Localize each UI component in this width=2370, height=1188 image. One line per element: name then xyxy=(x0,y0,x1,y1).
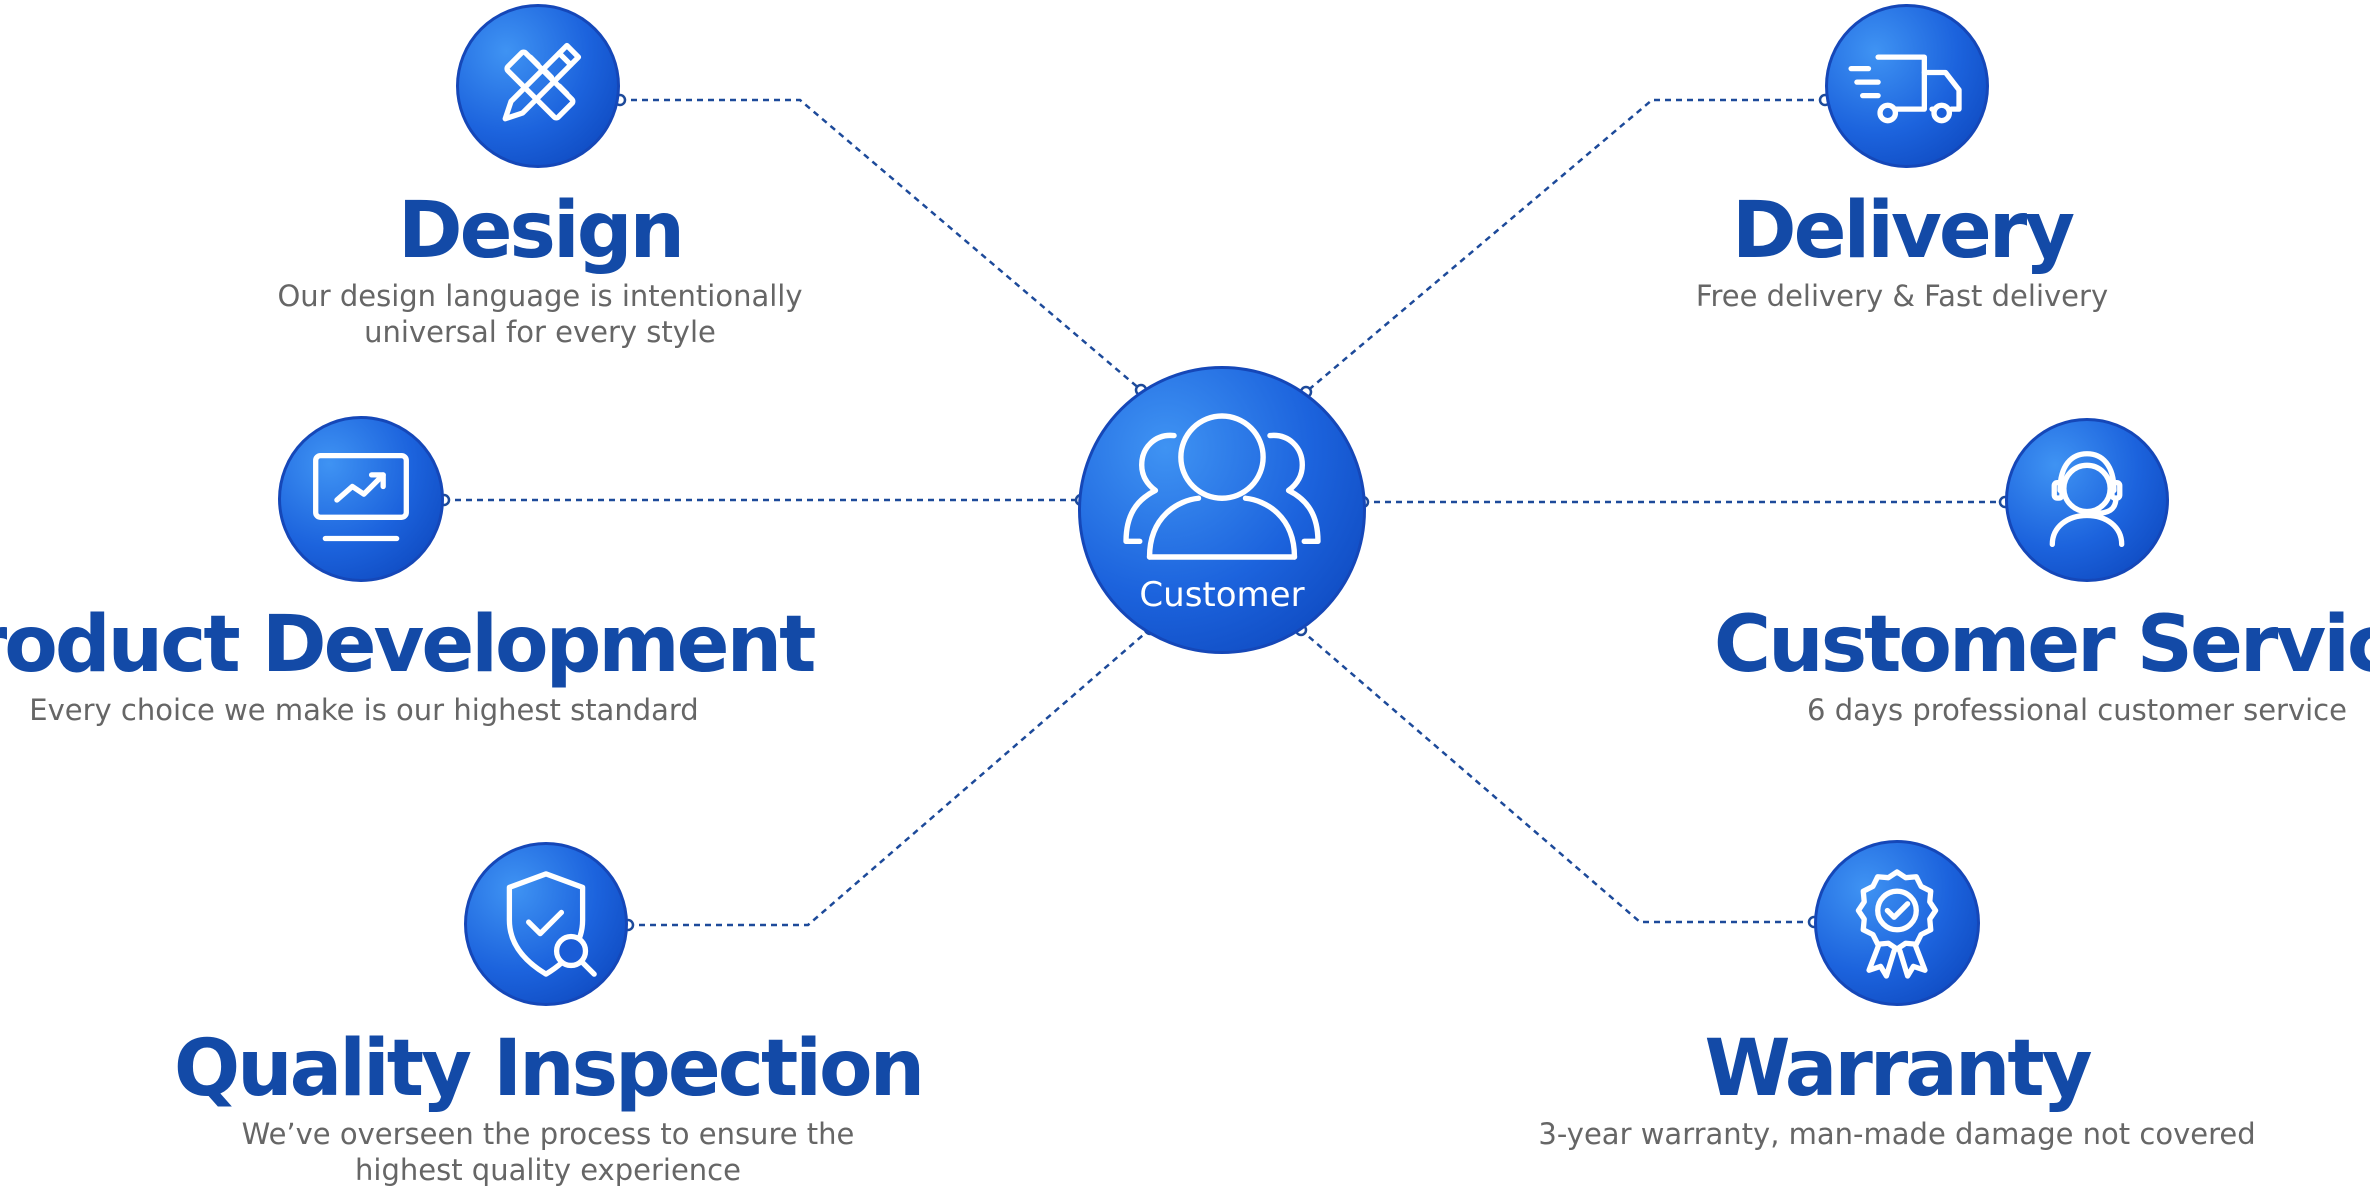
truck-icon xyxy=(1848,54,1962,124)
quality-inspection-node xyxy=(464,842,628,1006)
desc-line: Our design language is intentionally xyxy=(277,279,803,313)
product-development-node xyxy=(278,416,444,582)
feature-desc-product-development: Every choice we make is our highest stan… xyxy=(29,692,698,728)
feature-desc-customer-service: 6 days professional customer service xyxy=(1807,692,2347,728)
feature-desc-warranty: 3-year warranty, man-made damage not cov… xyxy=(1538,1116,2255,1152)
customer-service-node xyxy=(2005,418,2169,582)
feature-title-delivery: Delivery xyxy=(1731,186,2075,276)
customer-hub: Customer xyxy=(1078,366,1366,654)
desc-line: 3-year warranty, man-made damage not cov… xyxy=(1538,1117,2256,1151)
feature-desc-design: Our design language is intentionally uni… xyxy=(277,278,802,350)
desc-line: highest quality experience xyxy=(355,1153,741,1187)
feature-desc-quality-inspection: We’ve overseen the process to ensure the… xyxy=(242,1116,855,1188)
feature-title-quality-inspection: Quality Inspection xyxy=(173,1024,925,1114)
pencil-ruler-icon xyxy=(502,42,582,122)
monitor-chart-icon xyxy=(313,452,409,542)
delivery-node xyxy=(1825,4,1989,168)
feature-title-warranty: Warranty xyxy=(1704,1024,2092,1114)
desc-line: Every choice we make is our highest stan… xyxy=(29,693,699,727)
shield-search-icon xyxy=(506,871,597,977)
desc-line: Free delivery & Fast delivery xyxy=(1695,279,2109,313)
desc-line: 6 days professional customer service xyxy=(1807,693,2347,727)
headset-agent-icon xyxy=(2049,451,2125,547)
award-badge-icon xyxy=(1855,869,1939,979)
warranty-node xyxy=(1814,840,1980,1006)
desc-line: We’ve overseen the process to ensure the xyxy=(241,1117,855,1151)
customers-group-icon xyxy=(1123,413,1321,560)
feature-desc-delivery: Free delivery & Fast delivery xyxy=(1696,278,2108,314)
feature-title-customer-service: Customer Service xyxy=(1713,600,2370,690)
feature-title-product-development: Product Development xyxy=(0,600,816,690)
feature-title-design: Design xyxy=(397,186,685,276)
desc-line: universal for every style xyxy=(364,315,716,349)
design-node xyxy=(456,4,620,168)
connector-design xyxy=(620,98,1142,391)
connector-quality-inspection xyxy=(628,628,1151,927)
connector-delivery xyxy=(1305,98,1825,393)
connector-warranty xyxy=(1300,629,1814,924)
hub-label: Customer xyxy=(1139,575,1305,615)
